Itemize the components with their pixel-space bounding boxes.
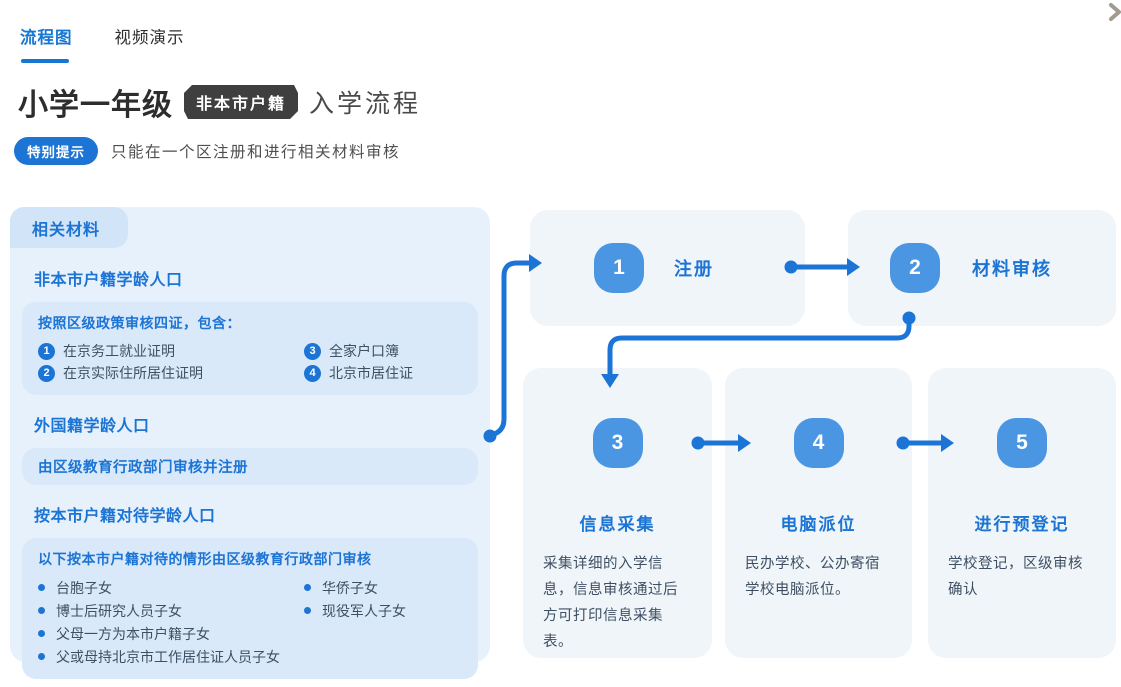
step-1-number-badge: 1 [594,243,644,293]
number-badge: 2 [38,364,55,382]
numbered-item-label: 在京务工就业证明 [63,343,175,359]
bullet-dot-icon [38,630,45,637]
nonlocal-materials-box: 按照区级政策审核四证，包含： 1 在京务工就业证明 2 在京实际住所居住证明 [22,302,478,395]
bullet-item: 博士后研究人员子女 [38,599,304,622]
bullet-item: 父或母持北京市工作居住证人员子女 [38,645,462,668]
step-3-description: 采集详细的入学信息，信息审核通过后方可打印信息采集表。 [543,556,678,650]
bullet-dot-icon [38,653,45,660]
step-1-label: 注册 [674,259,714,279]
flow-step-2-card: 2 材料审核 [848,210,1116,326]
tab-video-demo[interactable]: 视频演示 [114,29,185,47]
step-5-label: 进行预登记 [974,515,1070,534]
materials-panel-tab: 相关材料 [10,207,128,248]
step-5-description: 学校登记，区级审核确认 [948,556,1083,598]
section-heading-treated-as-local: 按本市户籍对待学龄人口 [34,508,216,525]
bullet-item: 台胞子女 [38,576,304,599]
bullet-dot-icon [304,584,311,591]
step-2-label: 材料审核 [972,259,1052,279]
bullet-item-label: 博士后研究人员子女 [56,602,182,619]
number-badge: 3 [304,342,321,360]
bullet-item-label: 父或母持北京市工作居住证人员子女 [56,648,280,665]
treated-box-intro: 以下按本市户籍对待的情形由区级教育行政部门审核 [38,551,372,567]
flow-step-4-card: 4 电脑派位 民办学校、公办寄宿学校电脑派位。 [725,368,912,658]
flow-step-3-card: 3 信息采集 采集详细的入学信息，信息审核通过后方可打印信息采集表。 [523,368,712,658]
bullet-dot-icon [38,607,45,614]
step-4-number-badge: 4 [793,418,844,468]
title-household-badge: 非本市户籍 [184,85,298,119]
special-tip: 特别提示 只能在一个区注册和进行相关材料审核 [14,137,400,165]
bullet-dot-icon [38,584,45,591]
number-badge: 1 [38,342,55,360]
number-badge: 4 [304,364,321,382]
numbered-item-label: 在京实际住所居住证明 [63,365,203,381]
bullet-item-label: 现役军人子女 [322,602,406,619]
step-5-number-badge: 5 [997,418,1047,468]
flow-step-5-card: 5 进行预登记 学校登记，区级审核确认 [928,368,1116,658]
chevron-right-icon[interactable] [1105,2,1121,22]
numbered-item-label: 北京市居住证 [329,365,413,381]
section-heading-nonlocal: 非本市户籍学龄人口 [34,272,183,289]
title-suffix: 入学流程 [309,90,422,118]
bullet-item: 现役军人子女 [304,599,462,622]
nonlocal-box-intro: 按照区级政策审核四证，包含： [38,315,241,331]
numbered-item: 3 全家户口簿 [304,340,462,362]
bullet-item-label: 台胞子女 [56,579,112,596]
page-title: 小学一年级 非本市户籍 入学流程 [18,80,421,124]
section-heading-foreign: 外国籍学龄人口 [34,418,150,435]
step-3-number-badge: 3 [592,418,643,468]
title-grade: 小学一年级 [18,89,173,122]
step-2-number-badge: 2 [890,243,940,293]
numbered-item: 1 在京务工就业证明 [38,340,304,362]
bullet-item: 华侨子女 [304,576,462,599]
numbered-item-label: 全家户口簿 [329,343,399,359]
treated-as-local-box: 以下按本市户籍对待的情形由区级教育行政部门审核 台胞子女 博士后研究人员子女 [22,538,478,679]
materials-panel: 相关材料 非本市户籍学龄人口 按照区级政策审核四证，包含： 1 在京务工就业证明… [10,207,490,679]
bullet-item-label: 父母一方为本市户籍子女 [56,625,210,642]
bullet-dot-icon [304,607,311,614]
bullet-item: 父母一方为本市户籍子女 [38,622,462,645]
tab-bar: 流程图 视频演示 [20,24,185,63]
flow-step-1-card: 1 注册 [530,210,805,326]
step-3-label: 信息采集 [579,515,656,534]
numbered-item: 2 在京实际住所居住证明 [38,362,304,384]
step-4-description: 民办学校、公办寄宿学校电脑派位。 [745,556,880,598]
step-4-label: 电脑派位 [780,515,857,534]
numbered-item: 4 北京市居住证 [304,362,462,384]
tab-flowchart[interactable]: 流程图 [20,24,73,63]
tip-text: 只能在一个区注册和进行相关材料审核 [111,144,401,161]
bullet-item-label: 华侨子女 [322,579,378,596]
tip-badge: 特别提示 [14,137,98,165]
foreign-materials-box: 由区级教育行政部门审核并注册 [22,448,478,485]
